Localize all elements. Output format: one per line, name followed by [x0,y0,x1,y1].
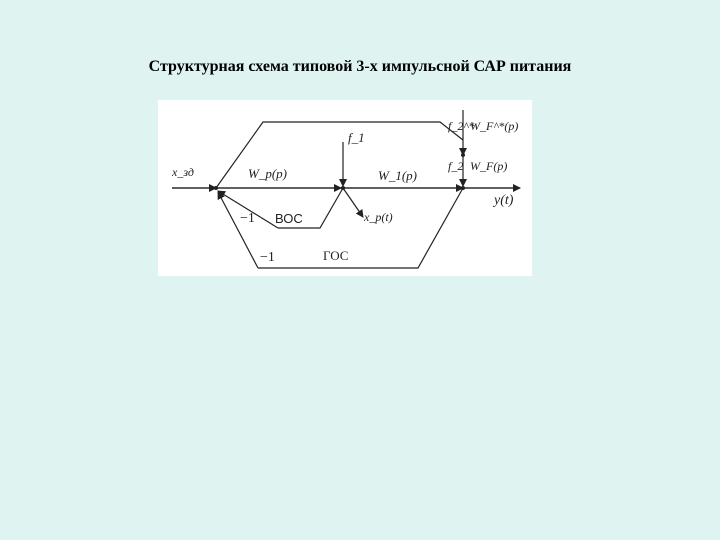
signal-flow-graph: x_зд W_p(p) W_1(p) f_1 f_2^* W_F^*(p) f_… [171,110,521,269]
output-label: y(t) [492,193,514,208]
inner-loop-return [217,190,279,229]
summing-node [214,186,218,190]
block-diagram: x_зд W_p(p) W_1(p) f_1 f_2^* W_F^*(p) f_… [158,100,532,276]
junction-nodes [214,153,465,190]
xp-label: x_p(t) [363,210,393,224]
upper-branch-path [215,121,464,189]
plant-f2-star-label: W_F^*(p) [470,119,518,133]
xp-edge [342,187,364,218]
outer-loop-path [258,187,464,269]
regulator-label: W_p(p) [248,166,287,181]
outer-loop-return [217,191,259,269]
page-title: Структурная схема типовой 3-х импульсной… [148,58,572,75]
outer-gain-label: −1 [260,250,275,265]
inner-gain-label: −1 [240,211,255,226]
outer-loop-label: ГОС [323,248,348,263]
f1-label: f_1 [348,130,365,145]
output-node [461,186,465,190]
input-label: x_зд [171,165,194,179]
plant-node [341,186,345,190]
f2-node [461,153,465,157]
plant-label: W_1(p) [378,168,417,183]
f2-star-label: f_2^* [448,119,474,133]
plant-f2-label: W_F(p) [470,159,507,173]
inner-loop-label: ВОС [275,211,303,226]
inner-loop-path [278,187,344,229]
f2-label: f_2 [448,159,463,173]
